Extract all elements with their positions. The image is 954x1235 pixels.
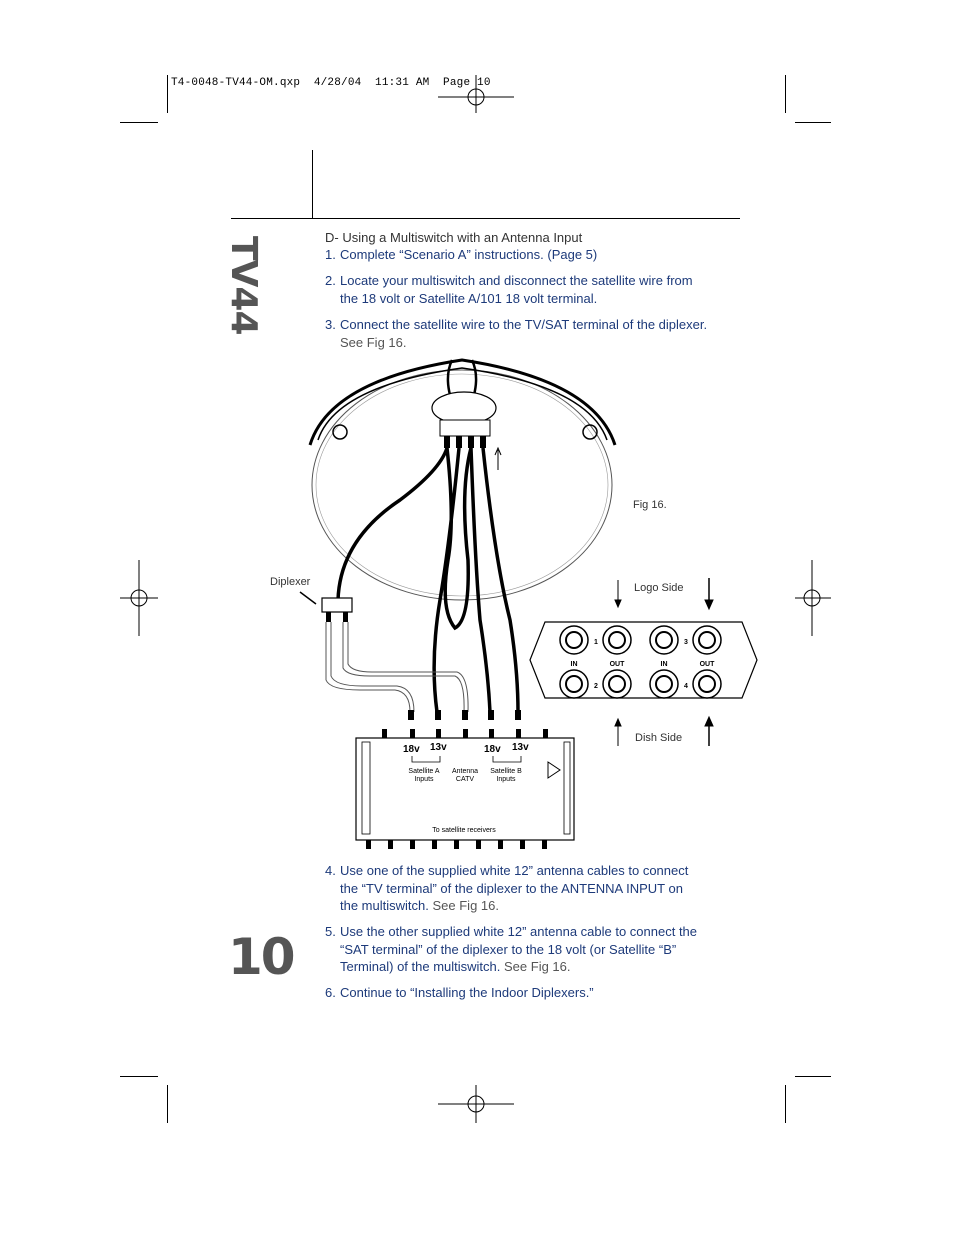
step-text: Complete “Scenario A” instructions. (Pag… [340,247,598,262]
label-sat-a: Satellite A [408,768,439,775]
figure-caption: Fig 16. [633,499,667,511]
crop-mark [795,1076,831,1077]
step-text-line: “SAT terminal” of the diplexer to the 18… [340,941,677,957]
crop-mark [120,1076,158,1077]
step-5: 5. Use the other supplied white 12” anten… [325,923,745,976]
crop-mark [120,122,158,123]
header-vertical-rule [312,150,313,218]
label-sat-b-inputs: Inputs [496,776,516,783]
cable [469,447,492,713]
step-number: 6. [325,985,336,1000]
label-port-1: 1 [594,639,598,646]
brand-vertical: TV44 [212,236,272,335]
label-out-1: OUT [610,661,626,668]
step-number: 3. [325,317,336,332]
label-receivers: To satellite receivers [432,827,496,834]
step-text: Use the other supplied white 12” antenna… [340,924,698,939]
step-number: 2. [325,273,336,288]
label-port-3: 3 [684,639,688,646]
step-text-line: the 18 volt or Satellite A/101 18 volt t… [340,290,598,306]
page-number: 10 [228,928,296,986]
lnb [431,391,497,425]
figure-reference: See Fig 16. [432,898,500,913]
satellite-dish [311,369,613,601]
step-text-line: the multiswitch. [340,898,429,913]
crop-mark [167,1085,168,1123]
cable [481,447,520,713]
header-horizontal-rule [231,218,740,219]
step-text: Connect the satellite wire to the TV/SAT… [340,317,708,332]
step-number: 1. [325,247,336,262]
figure-reference: See Fig 16. [340,334,407,350]
white-cable [325,622,411,713]
label-18v-a: 18v [403,744,420,755]
step-number: 4. [325,863,336,878]
label-port-2: 2 [594,683,598,690]
crop-mark [785,75,786,113]
label-sat-b: Satellite B [490,768,522,775]
step-text: Locate your multiswitch and disconnect t… [340,273,693,288]
label-13v-a: 13v [430,742,447,753]
brand-text: TV44 [223,236,264,335]
crop-mark [167,75,168,113]
step-number: 5. [325,924,336,939]
step-4: 4. Use one of the supplied white 12” ante… [325,862,745,915]
section-title: D- Using a Multiswitch with an Antenna I… [325,230,583,245]
step-2: 2. Locate your multiswitch and disconnect… [325,272,745,307]
step-6: 6. Continue to “Installing the Indoor Dip… [325,984,745,1002]
dish-arm [308,358,617,446]
label-catv: CATV [456,776,474,783]
diplexer-label: Diplexer [270,576,311,588]
label-sat-a-inputs: Inputs [414,776,434,783]
figure-16: 18v 13v 18v 13v Satellite A Inputs Anten… [299,358,758,849]
step-text: Continue to “Installing the Indoor Diple… [340,985,594,1000]
cable [336,447,449,601]
step-text-line: the “TV terminal” of the diplexer to the… [340,880,683,896]
label-out-2: OUT [700,661,716,668]
file-slug: T4-0048-TV44-OM.qxp 4/28/04 11:31 AM Pag… [171,77,491,89]
figure-reference: See Fig 16. [504,959,571,974]
step-3: 3. Connect the satellite wire to the TV/S… [325,316,745,351]
step-text: Use one of the supplied white 12” antenn… [340,863,689,878]
label-in-2: IN [661,661,668,668]
dish-side-label: Dish Side [635,732,683,744]
logo-side-label: Logo Side [634,582,684,594]
multiswitch [355,737,575,841]
label-13v-b: 13v [512,742,529,753]
label-18v-b: 18v [484,744,501,755]
label-in-1: IN [571,661,578,668]
white-cable [342,622,465,713]
crop-mark [785,1085,786,1123]
step-text-line: Terminal) of the multiswitch. [340,959,501,974]
diplexer [321,597,353,613]
crop-mark [795,122,831,123]
step-1: 1. Complete “Scenario A” instructions. (P… [325,246,745,264]
label-port-4: 4 [684,683,688,690]
label-antenna: Antenna [452,768,478,775]
